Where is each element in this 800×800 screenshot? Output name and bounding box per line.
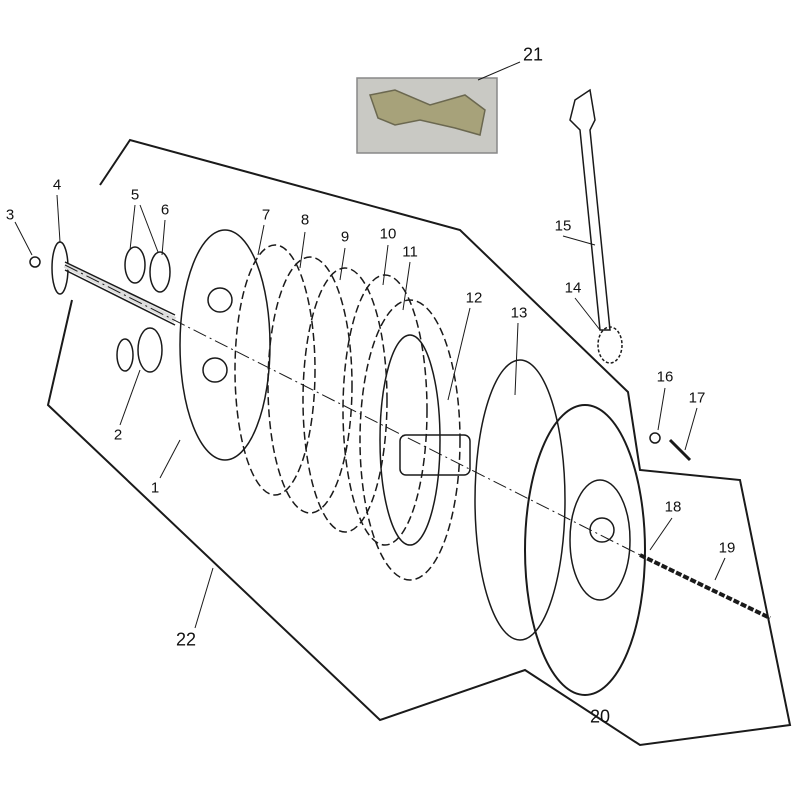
callout-19: 19 [718,539,736,557]
callout-14: 14 [564,279,582,297]
callout-20: 20 [589,706,611,727]
callout-18: 18 [664,498,682,516]
callout-12: 12 [465,289,483,307]
callout-4: 4 [52,176,62,194]
center-axis [64,264,641,556]
clutch-plates [179,229,646,696]
callout-5: 5 [130,186,140,204]
leader-lines [14,61,726,629]
shift-shaft [569,88,771,620]
callout-22: 22 [175,629,197,650]
part-21-photo [356,77,498,154]
callout-13: 13 [510,304,528,322]
left-parts [29,241,177,373]
callout-7: 7 [261,206,271,224]
callout-10: 10 [379,225,397,243]
callout-21: 21 [522,44,544,65]
callout-17: 17 [688,389,706,407]
assembly-bracket-top [46,138,792,747]
callout-15: 15 [554,217,572,235]
callout-9: 9 [340,228,350,246]
callout-2: 2 [113,426,123,444]
callout-16: 16 [656,368,674,386]
callout-8: 8 [300,211,310,229]
callout-11: 11 [402,243,418,261]
callout-6: 6 [160,201,170,219]
callout-1: 1 [150,479,160,497]
callout-3: 3 [5,206,15,224]
